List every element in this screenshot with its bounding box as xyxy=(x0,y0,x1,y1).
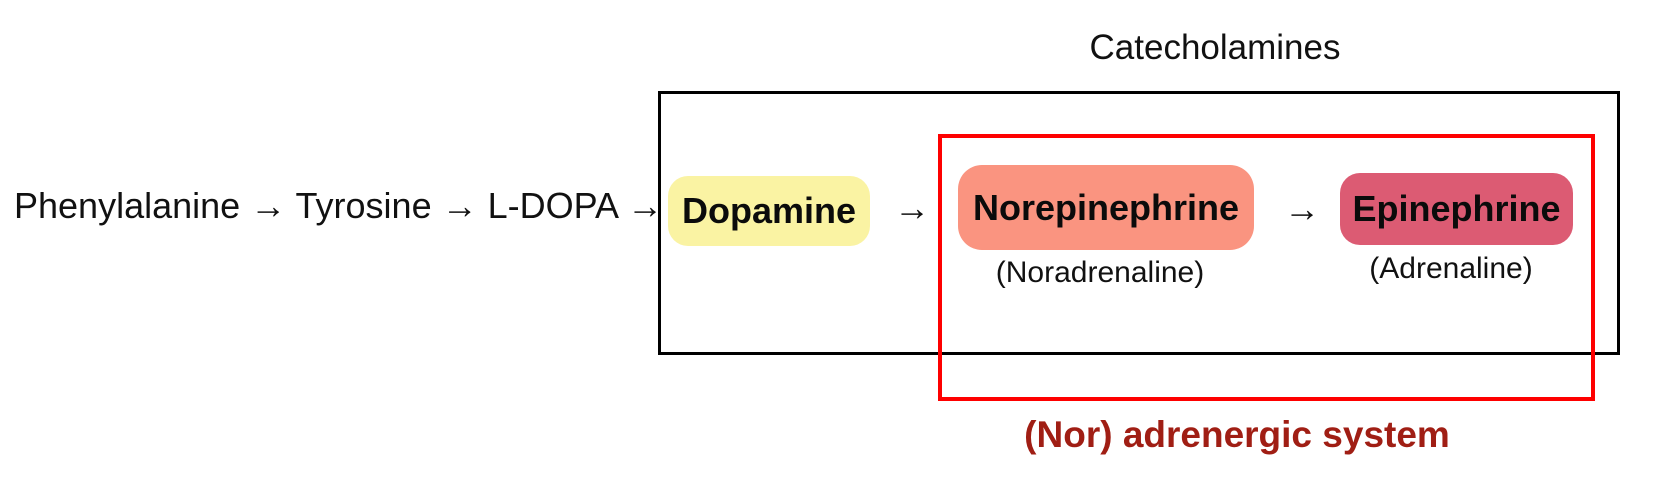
adrenaline-alt-label: (Adrenaline) xyxy=(1369,252,1533,285)
arrow-right-icon: → xyxy=(1284,188,1320,229)
precursor-pathway-text: Phenylalanine → Tyrosine → L-DOPA → xyxy=(14,185,663,226)
catecholamines-frame xyxy=(658,91,1620,355)
noradrenaline-alt-label: (Noradrenaline) xyxy=(995,256,1205,289)
epinephrine-node: Epinephrine xyxy=(1340,173,1573,245)
norepinephrine-node: Norepinephrine xyxy=(958,165,1254,250)
adrenergic-system-frame xyxy=(938,134,1595,401)
adrenergic-system-label: (Nor) adrenergic system xyxy=(1024,414,1450,455)
catecholamines-label: Catecholamines xyxy=(1089,28,1341,67)
arrow-right-icon: → xyxy=(894,187,930,228)
dopamine-node: Dopamine xyxy=(668,176,870,246)
